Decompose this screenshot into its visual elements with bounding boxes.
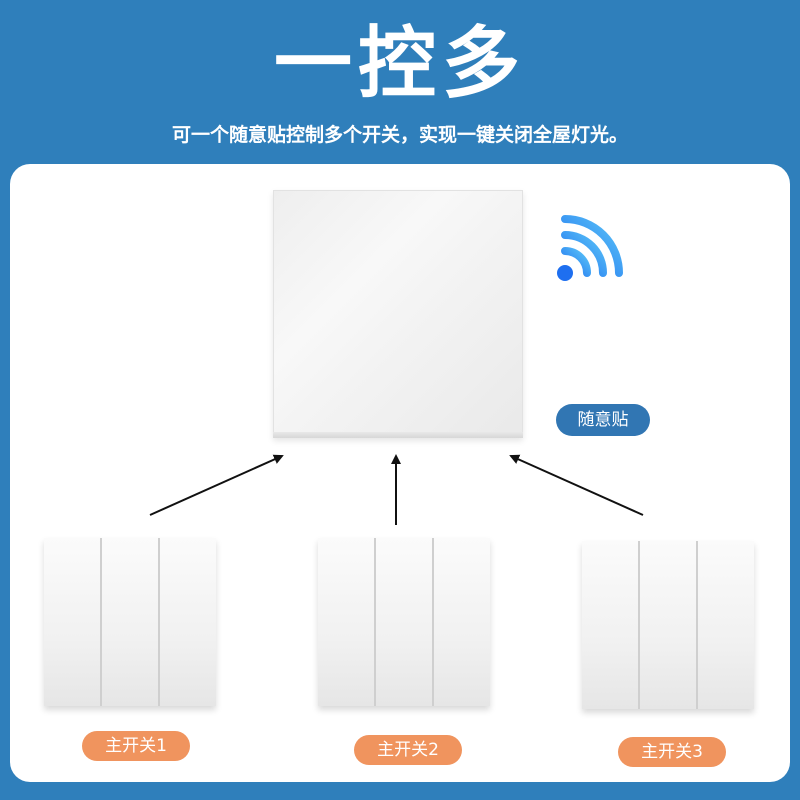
switch-2-key-left [318, 538, 374, 706]
switch-3-key-left [582, 541, 638, 709]
page-title: 一控多 [273, 19, 526, 109]
switch-2-key-middle [374, 538, 432, 706]
wifi-signal-icon [557, 215, 623, 281]
switch-2-key-right [432, 538, 490, 706]
wireless-panel [273, 190, 523, 438]
switch-1-key-left [44, 538, 100, 706]
switch-3-key-right [696, 541, 754, 709]
switch-3 [582, 541, 754, 709]
switch-3-label: 主开关3 [618, 737, 726, 767]
remote-label: 随意贴 [556, 404, 650, 436]
switch-1-key-right [158, 538, 216, 706]
wireless-panel-edge [273, 432, 523, 438]
page-subtitle: 可一个随意贴控制多个开关，实现一键关闭全屋灯光。 [171, 124, 628, 146]
switch-1-key-middle [100, 538, 158, 706]
switch-1 [44, 538, 216, 706]
switch-1-label: 主开关1 [82, 731, 190, 761]
switch-2 [318, 538, 490, 706]
switch-3-key-middle [638, 541, 696, 709]
switch-2-label: 主开关2 [354, 735, 462, 765]
